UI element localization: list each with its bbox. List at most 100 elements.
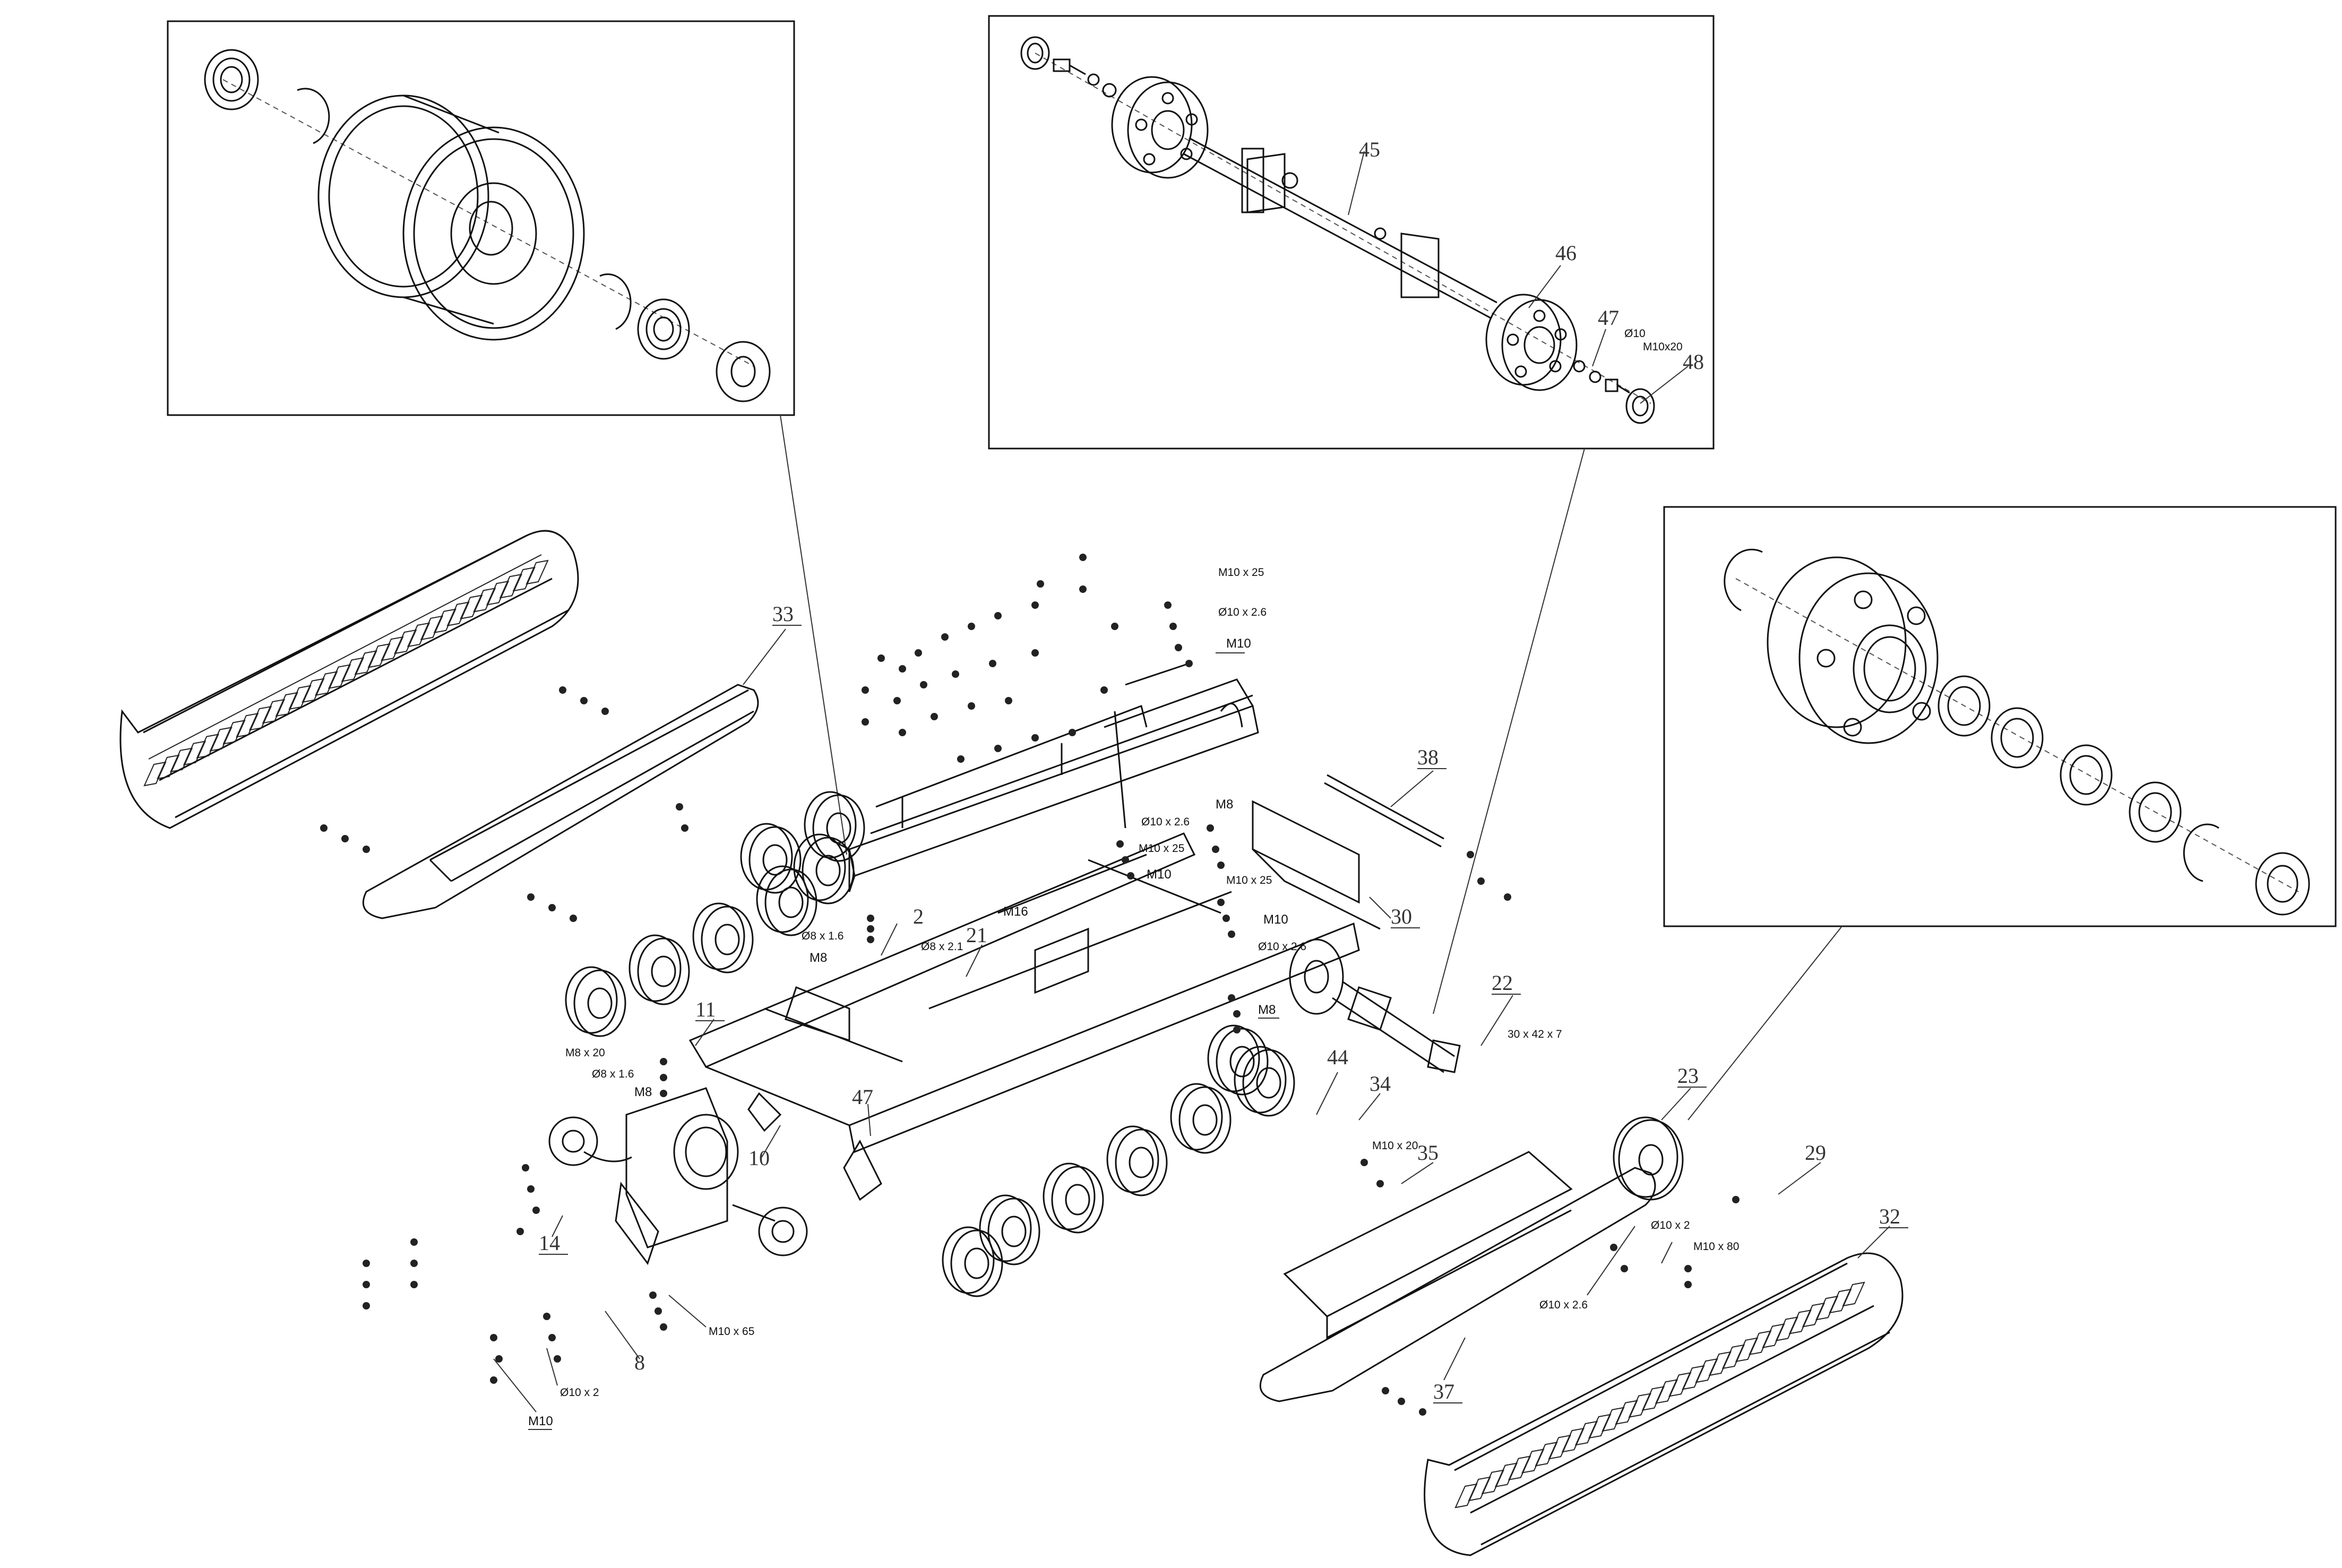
track-tread: [407, 622, 430, 648]
fastener: [920, 681, 927, 688]
road-wheel: [565, 966, 626, 1037]
pin-38: [1324, 774, 1444, 848]
part-label-48: 48: [1683, 350, 1704, 374]
fastener: [410, 1238, 418, 1246]
track-tread: [1628, 1393, 1651, 1418]
track-tread: [433, 608, 457, 634]
track-tread: [1615, 1400, 1638, 1425]
spec-d10x26-top: Ø10 x 2.6: [1218, 606, 1267, 618]
spacer-inset1: [716, 341, 771, 402]
hub-flange-inset2-b: [1485, 294, 1578, 391]
track-tread: [341, 657, 365, 682]
track-tread: [157, 754, 180, 780]
hub-flange-inset2-a: [1111, 76, 1209, 179]
washer-d10: [1589, 371, 1601, 383]
part-label-34: 34: [1370, 1072, 1391, 1096]
fastener: [1031, 649, 1039, 657]
fastener: [989, 660, 996, 667]
part-label-45: 45: [1359, 137, 1380, 161]
upper-frame: [838, 662, 1259, 892]
axle-shaft-45: [1183, 137, 1497, 320]
fastener: [1233, 1026, 1241, 1033]
spec-m10-top: M10: [1226, 636, 1251, 651]
track-tread: [1535, 1442, 1558, 1467]
fastener: [655, 1307, 662, 1315]
fastener: [490, 1334, 497, 1341]
part-label-44: 44: [1327, 1045, 1348, 1069]
part-label-35: 35: [1417, 1141, 1439, 1165]
fastener: [941, 633, 949, 641]
idler-wheel-inset1: [317, 94, 585, 341]
fastener: [1116, 840, 1124, 848]
spec-m10-center: M10: [1147, 867, 1172, 882]
assembly-axis: [1735, 578, 2299, 892]
label-underlines: [528, 625, 1908, 1430]
fastener: [899, 665, 906, 673]
track-tread: [1695, 1358, 1718, 1383]
track-tread: [460, 595, 483, 619]
track-tread: [1574, 1420, 1598, 1446]
track-tread: [1668, 1372, 1692, 1397]
assembly-axis: [1035, 53, 1651, 404]
track-tread: [1735, 1337, 1759, 1363]
track-tread: [472, 588, 496, 613]
track-tread: [328, 664, 351, 689]
part-label-46: 46: [1555, 241, 1577, 265]
fastener: [867, 925, 874, 933]
part-label-21: 21: [966, 923, 987, 947]
inset-sprocket-hub: [1663, 506, 2337, 927]
inset-axle: [988, 15, 1715, 450]
inset1-leader: [780, 415, 847, 855]
part-label-10: 10: [748, 1146, 770, 1170]
fastener: [968, 702, 975, 710]
spec-m10-right: M10: [1263, 912, 1288, 927]
part-label-33: 33: [772, 602, 794, 626]
track-tread: [222, 720, 246, 745]
track-tread: [1842, 1281, 1865, 1307]
fastener: [1233, 1010, 1241, 1018]
road-wheels: [565, 791, 1295, 1297]
track-tread: [315, 671, 338, 696]
fastener: [952, 670, 959, 678]
fastener: [1207, 824, 1214, 832]
spec-washer-30x42x7: 30 x 42 x 7: [1508, 1028, 1562, 1040]
track-tread: [1682, 1365, 1705, 1390]
part-label-29: 29: [1805, 1141, 1826, 1165]
fastener: [1079, 554, 1087, 561]
fastener: [1361, 1159, 1368, 1166]
part-label-14: 14: [539, 1231, 560, 1255]
fastener: [1504, 893, 1511, 901]
bearing-inset1-a: [204, 49, 259, 110]
sprocket-hub-inset3: [1767, 556, 1939, 744]
fastener: [1217, 899, 1225, 906]
assembly-axis: [222, 79, 754, 367]
road-wheel: [628, 934, 690, 1005]
track-tread: [1829, 1288, 1852, 1314]
track-tread: [1721, 1344, 1745, 1369]
fastener: [363, 846, 370, 853]
fastener: [490, 1376, 497, 1384]
circlip-inset3-b: [2183, 823, 2219, 882]
spec-d10x2-right: Ø10 x 2: [1651, 1219, 1690, 1231]
fastener: [532, 1207, 540, 1214]
fastener: [580, 697, 588, 704]
drive-sprocket-small: [758, 1207, 808, 1256]
spec-m16: M16: [1003, 904, 1028, 919]
track-tread: [1788, 1309, 1812, 1334]
fastener: [1382, 1387, 1389, 1394]
fastener: [649, 1291, 657, 1299]
gearbox-motor: [548, 1087, 808, 1265]
road-wheel: [979, 1194, 1040, 1265]
spec-d8x16-b: Ø8 x 1.6: [592, 1068, 634, 1080]
track-tread: [248, 705, 272, 731]
track-tread: [169, 747, 193, 773]
fastener: [543, 1313, 550, 1320]
track-tread: [1548, 1434, 1571, 1460]
track-tread: [236, 712, 259, 738]
track-tread: [1815, 1295, 1839, 1321]
spec-m10x80: M10 x 80: [1693, 1240, 1739, 1253]
fastener: [931, 713, 938, 720]
fastener: [363, 1281, 370, 1288]
track-tread: [394, 629, 417, 654]
road-wheel: [804, 791, 865, 862]
